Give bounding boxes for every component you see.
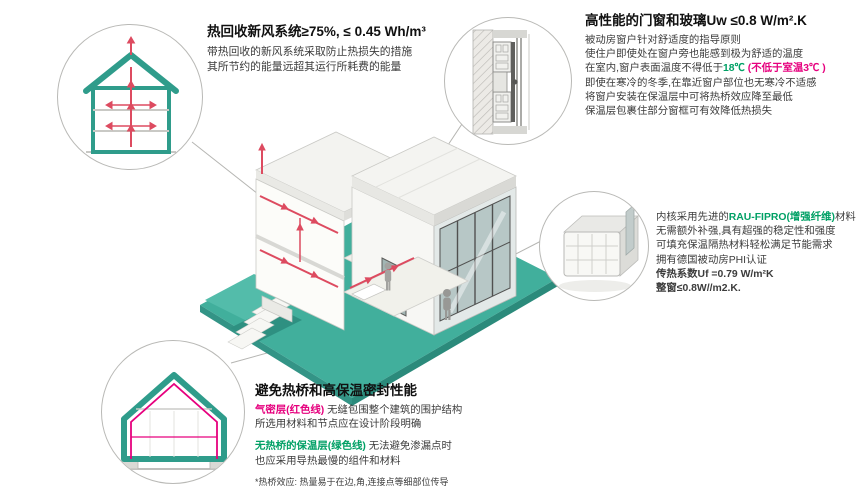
thermal-line-1-text: 无缝包围整个建筑的围护结构 (324, 405, 463, 416)
windows-line-4: 即使在寒冷的冬季,在靠近窗户部位也无寒冷不适感 (585, 77, 817, 89)
thermal-callout-circle (101, 340, 245, 484)
windows-text-block: 高性能的门窗和玻璃Uw ≤0.8 W/m².K 被动房窗户针对舒适度的指导原则 … (585, 13, 863, 119)
profile-text-block: 内核采用先进的RAU-FIPRO(增强纤维)材料 无需额外补强,具有超强的稳定性… (656, 211, 864, 296)
person-figure-kitchen (384, 262, 392, 291)
thermal-title: 避免热桥和高保温密封性能 (255, 383, 417, 398)
windows-temp-note: (不低于室温3℃ ) (744, 63, 826, 75)
thermal-line-1: 气密层(红色线) 无缝包围整个建筑的围护结构 (255, 404, 585, 418)
windows-line-2: 使住户即使处在窗户旁也能感到极为舒适的温度 (585, 49, 804, 61)
windows-line-5: 将窗户安装在保温层中可将热桥效应降至最低 (585, 91, 793, 103)
thermal-section-icon (114, 372, 234, 470)
profile-line-3: 可填充保温隔热材料轻松满足节能需求 (656, 240, 833, 252)
windows-line-3: 在室内,窗户表面温度不得低于18℃ (不低于室温3℃ ) (585, 62, 863, 76)
thermal-line-4: 也应采用导热最慢的组件和材料 (255, 455, 401, 467)
insulation-layer-label: 无热桥的保温层(绿色线) (255, 441, 366, 453)
mullions (439, 204, 511, 313)
connector-line-ventilation (191, 141, 259, 195)
duct-system (258, 142, 415, 289)
profile-line-2: 无需额外补强,具有超强的稳定性和强度 (656, 226, 836, 238)
thermal-footnote: *热桥效应: 热量易于在边,角,连接点等细部位传导 (255, 476, 449, 487)
frame-profile-icon (559, 204, 640, 292)
ventilation-title: 热回收新风系统≥75%, ≤ 0.45 Wh/m³ (207, 24, 426, 39)
person-figure-entry (443, 289, 451, 320)
windows-temp-value: 18℃ (722, 63, 745, 75)
profile-callout-circle (539, 191, 649, 301)
window-section-callout-circle (444, 17, 572, 145)
profile-uw-value: 整窗≤0.8W//m2.K. (656, 283, 741, 295)
profile-line-1-post: 材料 (834, 212, 856, 223)
windows-line-1: 被动房窗户针对舒适度的指导原则 (585, 35, 741, 46)
ventilation-callout-circle (57, 24, 203, 170)
profile-line-1: 内核采用先进的RAU-FIPRO(增强纤维)材料 (656, 211, 864, 225)
windows-line-3-text: 在室内,窗户表面温度不得低于 (585, 63, 723, 75)
thermal-line-3: 无热桥的保温层(绿色线) 无法避免渗漏点时 (255, 440, 585, 454)
ventilation-line-1: 带热回收的新风系统采取防止热损失的措施 (207, 46, 413, 58)
heat-recovery-section-icon (83, 36, 179, 154)
windows-title: 高性能的门窗和玻璃Uw ≤0.8 W/m².K (585, 13, 807, 28)
ventilation-line-2: 其所节约的能量远超其运行所耗费的能量 (207, 60, 402, 73)
profile-line-4: 拥有德国被动房PHI认证 (656, 254, 767, 266)
profile-brand-name: RAU-FIPRO(增强纤维) (728, 212, 835, 223)
thermal-line-2: 所选用材料和节点应在设计阶段明确 (255, 419, 422, 431)
windows-line-6: 保温层包裹住部分窗框可有效降低热损失 (585, 106, 773, 118)
kitchen-cabinets (261, 295, 293, 323)
thermal-text-block: 避免热桥和高保温密封性能 气密层(红色线) 无缝包围整个建筑的围护结构 所选用材… (255, 383, 585, 488)
window-section-icon (472, 29, 530, 135)
ventilation-text-block: 热回收新风系统≥75%, ≤ 0.45 Wh/m³ 带热回收的新风系统采取防止热… (207, 24, 579, 74)
glass-reflection (447, 210, 507, 314)
profile-uf-value: 传热系数Uf =0.79 W/m²K (656, 268, 774, 280)
thermal-line-3-text: 无法避免渗漏点时 (365, 441, 452, 453)
airtight-layer-label: 气密层(红色线) (255, 405, 325, 416)
profile-line-1-pre: 内核采用先进的 (656, 212, 729, 223)
